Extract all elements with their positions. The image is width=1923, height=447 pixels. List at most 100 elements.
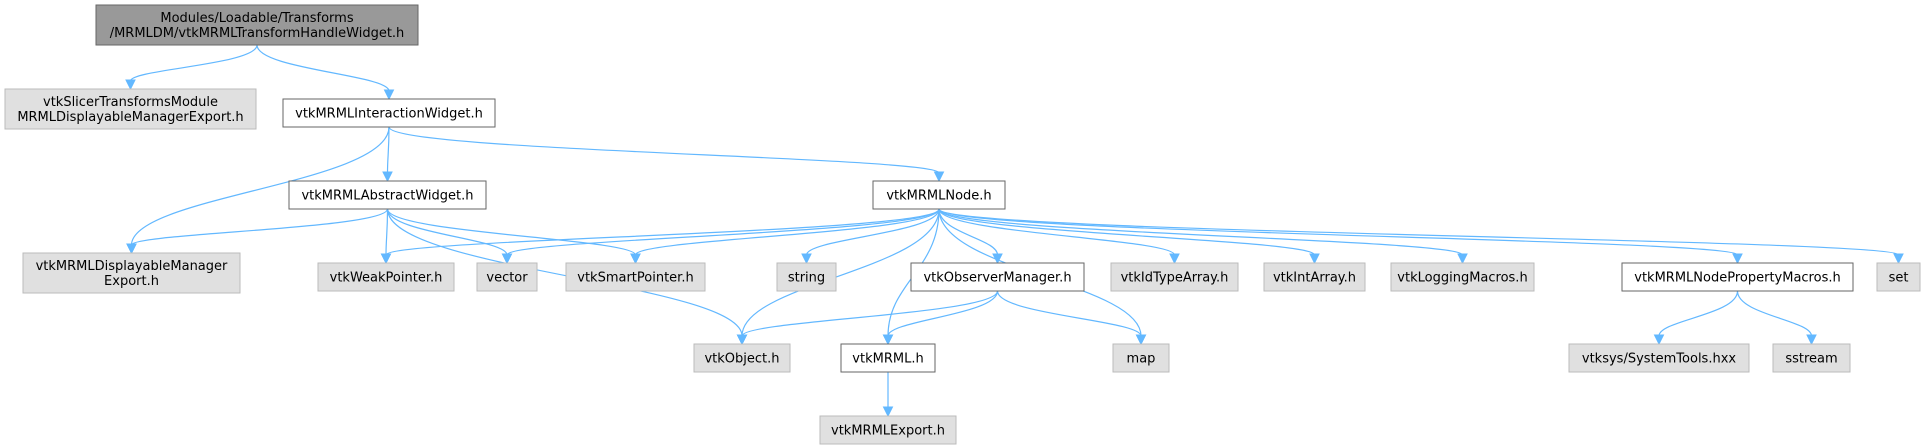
edge-line xyxy=(938,208,1900,256)
edge-arrowhead xyxy=(1893,253,1904,265)
edge-arrowhead xyxy=(630,253,641,265)
node-vtkmrml[interactable]: vtkMRML.h xyxy=(840,343,936,373)
edge-propmacros-to-sstream xyxy=(1736,290,1817,346)
node-box xyxy=(565,262,706,292)
edge-line xyxy=(938,208,999,256)
edge-arrowhead xyxy=(1169,253,1180,265)
edge-line xyxy=(386,208,508,256)
edge-root-to-slicerexport xyxy=(125,44,258,91)
edge-line xyxy=(996,290,1142,337)
edge-line xyxy=(805,208,940,256)
node-box xyxy=(1112,343,1170,373)
node-idtype[interactable]: vtkIdTypeArray.h xyxy=(1110,262,1239,292)
node-set[interactable]: set xyxy=(1876,262,1921,292)
node-sstream[interactable]: sstream xyxy=(1772,343,1851,373)
node-label: vtkIntArray.h xyxy=(1273,271,1356,286)
edge-abstract-to-dmexport xyxy=(126,208,389,255)
edge-arrowhead xyxy=(126,243,137,255)
node-box xyxy=(1621,262,1854,292)
node-observer[interactable]: vtkObserverManager.h xyxy=(910,262,1085,292)
node-root[interactable]: Modules/Loadable/Transforms/MRMLDM/vtkMR… xyxy=(95,4,419,46)
edge-line xyxy=(386,208,637,256)
edge-line xyxy=(887,290,999,337)
node-box xyxy=(1568,343,1750,373)
node-logging[interactable]: vtkLoggingMacros.h xyxy=(1390,262,1535,292)
edge-line xyxy=(741,208,940,337)
edge-arrowhead xyxy=(801,253,812,265)
edge-arrowhead xyxy=(933,171,945,183)
header-nodes: Modules/Loadable/Transforms/MRMLDM/vtkMR… xyxy=(4,4,1921,445)
node-box xyxy=(693,343,791,373)
node-label: vtkSmartPointer.h xyxy=(577,271,693,286)
node-label: sstream xyxy=(1785,352,1837,367)
node-map[interactable]: map xyxy=(1112,343,1170,373)
node-box xyxy=(840,343,936,373)
node-box xyxy=(22,252,241,294)
edge-arrowhead xyxy=(736,334,748,346)
node-box xyxy=(95,4,419,46)
node-mrmlexport[interactable]: vtkMRMLExport.h xyxy=(819,415,957,445)
node-interaction[interactable]: vtkMRMLInteractionWidget.h xyxy=(282,98,496,128)
node-label: vtkWeakPointer.h xyxy=(330,271,443,286)
node-label: vtkMRMLExport.h xyxy=(831,424,945,439)
node-weakptr[interactable]: vtkWeakPointer.h xyxy=(317,262,455,292)
node-label: vtkObserverManager.h xyxy=(923,271,1071,286)
node-smartptr[interactable]: vtkSmartPointer.h xyxy=(565,262,706,292)
edge-arrowhead xyxy=(380,253,392,265)
edge-line xyxy=(1658,290,1739,337)
edge-line xyxy=(388,126,940,174)
edge-root-to-interaction xyxy=(256,44,395,101)
node-box xyxy=(776,262,837,292)
node-box xyxy=(4,88,257,130)
node-label: vtkMRMLDisplayableManager xyxy=(36,259,228,274)
edge-line xyxy=(938,208,1464,256)
edge-line xyxy=(386,126,390,174)
edge-arrowhead xyxy=(882,334,894,346)
edge-mrmlnode-to-smartptr xyxy=(630,208,940,265)
edge-abstract-to-vector xyxy=(386,208,513,265)
edge-line xyxy=(506,208,940,256)
node-box xyxy=(1390,262,1535,292)
node-label: MRMLDisplayableManagerExport.h xyxy=(17,110,243,125)
node-propmacros[interactable]: vtkMRMLNodePropertyMacros.h xyxy=(1621,262,1854,292)
node-box xyxy=(288,180,487,210)
edge-arrowhead xyxy=(1457,253,1468,265)
edge-line xyxy=(1736,290,1813,337)
edge-propmacros-to-systools xyxy=(1653,290,1739,346)
edge-line xyxy=(130,208,389,246)
edge-line xyxy=(129,44,258,82)
node-slicerexport[interactable]: vtkSlicerTransformsModuleMRMLDisplayable… xyxy=(4,88,257,130)
node-label: vtkMRMLNodePropertyMacros.h xyxy=(1634,271,1840,286)
node-label: Modules/Loadable/Transforms xyxy=(160,11,353,26)
node-box xyxy=(910,262,1085,292)
node-mrmlnode[interactable]: vtkMRMLNode.h xyxy=(872,180,1006,210)
node-abstract[interactable]: vtkMRMLAbstractWidget.h xyxy=(288,180,487,210)
edge-line xyxy=(938,208,1316,256)
node-vtkobject[interactable]: vtkObject.h xyxy=(693,343,791,373)
node-label: vtkMRMLInteractionWidget.h xyxy=(295,107,483,122)
edge-arrowhead xyxy=(383,89,395,101)
node-intarray[interactable]: vtkIntArray.h xyxy=(1263,262,1366,292)
node-vector[interactable]: vector xyxy=(476,262,538,292)
node-label: set xyxy=(1889,271,1909,286)
node-label: vtkMRML.h xyxy=(852,352,923,367)
node-string[interactable]: string xyxy=(776,262,837,292)
edge-mrmlnode-to-vector xyxy=(501,208,940,265)
edge-arrowhead xyxy=(1806,334,1817,346)
node-label: vtkMRMLNode.h xyxy=(886,189,991,204)
edge-line xyxy=(256,44,390,92)
edge-arrowhead xyxy=(882,406,894,418)
node-label: string xyxy=(788,271,825,286)
node-label: vtkSlicerTransformsModule xyxy=(43,95,218,110)
edge-arrowhead xyxy=(1135,334,1147,346)
edge-mrmlnode-to-weakptr xyxy=(380,208,940,265)
node-box xyxy=(1876,262,1921,292)
node-label: vector xyxy=(486,271,528,286)
node-systools[interactable]: vtksys/SystemTools.hxx xyxy=(1568,343,1750,373)
edge-line xyxy=(634,208,940,256)
node-label: Export.h xyxy=(104,274,159,289)
node-box xyxy=(1772,343,1851,373)
edge-arrowhead xyxy=(125,79,136,91)
